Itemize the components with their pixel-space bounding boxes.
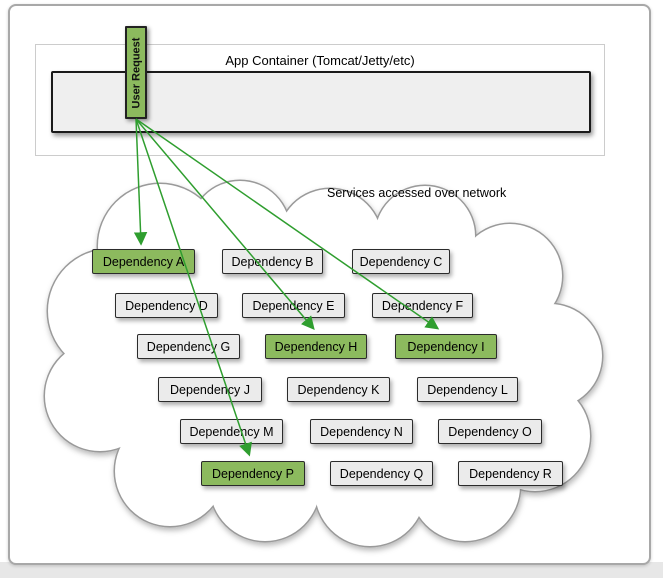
dependency-box-m: Dependency M — [180, 419, 283, 444]
network-caption: Services accessed over network — [327, 186, 507, 200]
user-request-label: User Request — [130, 37, 143, 108]
dependency-box-r: Dependency R — [458, 461, 563, 486]
dependency-box-o: Dependency O — [438, 419, 542, 444]
dependency-box-b: Dependency B — [222, 249, 323, 274]
dependency-box-a: Dependency A — [92, 249, 195, 274]
user-request-box: User Request — [125, 26, 147, 119]
arrow-to-dependency-p — [135, 118, 252, 457]
dependency-box-j: Dependency J — [158, 377, 262, 402]
diagram-frame: App Container (Tomcat/Jetty/etc) — [8, 4, 651, 565]
dependency-box-h: Dependency H — [265, 334, 367, 359]
dependency-box-i: Dependency I — [395, 334, 497, 359]
app-container-title: App Container (Tomcat/Jetty/etc) — [225, 53, 415, 68]
dependency-box-c: Dependency C — [352, 249, 450, 274]
app-container-box: App Container (Tomcat/Jetty/etc) — [35, 44, 605, 156]
page-bottom-margin — [0, 562, 663, 578]
dependency-box-q: Dependency Q — [330, 461, 433, 486]
dependency-box-p: Dependency P — [201, 461, 305, 486]
dependency-box-f: Dependency F — [372, 293, 473, 318]
dependency-box-k: Dependency K — [287, 377, 390, 402]
dependency-box-g: Dependency G — [137, 334, 240, 359]
dependency-box-e: Dependency E — [242, 293, 345, 318]
dependency-box-l: Dependency L — [417, 377, 518, 402]
dependency-box-d: Dependency D — [115, 293, 218, 318]
dependency-box-n: Dependency N — [310, 419, 413, 444]
